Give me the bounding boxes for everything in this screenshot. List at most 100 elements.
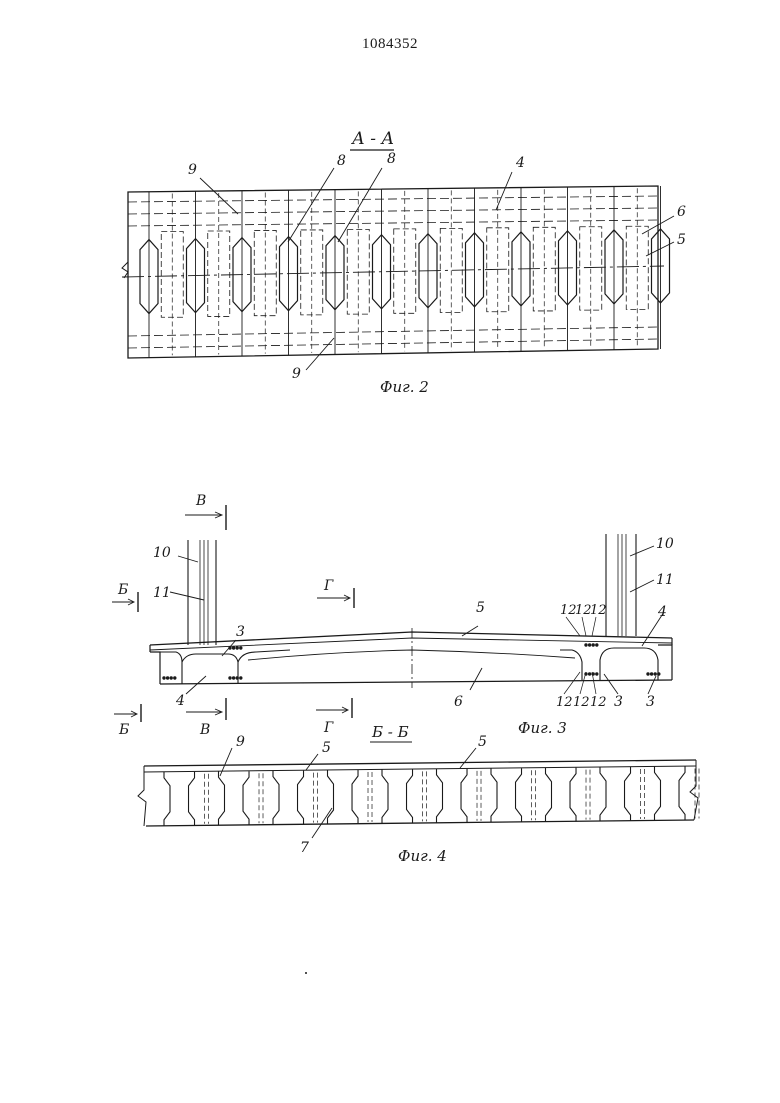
fig2-opening-8 — [511, 230, 531, 307]
fig3-label-6-center: 6 — [454, 694, 463, 710]
fig2-label-4: 4 — [515, 155, 525, 171]
fig2-hidden-line-top-2 — [127, 219, 659, 227]
fig2-label-5: 5 — [677, 232, 686, 248]
fig3-label-4-left: 4 — [175, 693, 185, 709]
fig4-web-6 — [490, 768, 498, 823]
fig4-web-opp-8 — [623, 767, 632, 822]
fig3-label-11-right: 11 — [656, 572, 674, 588]
fig4-web-1 — [217, 771, 226, 826]
fig3-rebar-dot-5-2 — [653, 672, 657, 676]
fig3-section-marker-g-top: Г — [317, 578, 355, 608]
fig3-slab-bottom — [159, 679, 673, 685]
fig3-rebar-dot-1-1 — [231, 676, 236, 680]
fig3-rebar-label-12-bottom-a: 12 — [556, 695, 573, 710]
fig3-left-column — [187, 540, 217, 645]
fig4-web-opp-1 — [242, 771, 250, 826]
fig4-web-opp-3 — [351, 770, 359, 825]
fig3-section-marker-g-bottom: Г — [316, 698, 353, 736]
fig3-label-4-right: 4 — [657, 604, 667, 620]
fig3-label-10-right: 10 — [656, 536, 674, 552]
fig4-web-opp-0 — [187, 771, 196, 826]
fig2-label-9-bottom: 9 — [292, 366, 301, 382]
fig3-rebar-dot-5-3 — [657, 672, 661, 676]
fig2-hidden-line-top-1 — [127, 207, 659, 215]
fig2-opening-4 — [325, 234, 345, 311]
fig3-rebar-dot-5-1 — [649, 672, 654, 676]
fig4-web-9 — [653, 766, 662, 821]
fig3-rebar-dot-1-3 — [239, 676, 243, 680]
fig3-rebar-label-12-top-c: 12 — [590, 603, 607, 618]
fig3-label-10-left: 10 — [153, 545, 171, 561]
fig2-hidden-frame-10 — [625, 225, 649, 310]
fig3-label-5-center: 5 — [476, 600, 485, 616]
fig4-web-7 — [544, 767, 553, 822]
fig3-rebar-label-12-top-a: 12 — [560, 603, 577, 618]
fig4-web-5 — [435, 768, 444, 823]
fig3-rebar-dot-3-2 — [591, 643, 595, 647]
fig3-rebar-label-12-bottom-b: 12 — [573, 695, 590, 710]
fig2-opening-7 — [464, 231, 485, 308]
fig4-web-opp-2 — [296, 770, 305, 825]
fig3-rebar-dot-0-0 — [162, 676, 166, 680]
fig3-section-marker-v-bottom: В — [186, 698, 227, 738]
fig2-opening-10 — [604, 229, 624, 305]
fig3-slab-top — [149, 631, 673, 646]
fig2-slab-outline — [127, 185, 659, 359]
fig4-web-opp-6 — [514, 768, 523, 823]
fig3-rebar-label-12-top-b: 12 — [575, 603, 592, 618]
fig2-hidden-line-bottom-1 — [127, 326, 659, 337]
fig3-rebar-dot-1-0 — [228, 676, 232, 680]
fig3-rebar-dot-3-1 — [587, 643, 592, 647]
fig2-caption: Фиг. 2 — [380, 378, 429, 396]
fig3-label-3-right-a: 3 — [614, 694, 623, 710]
fig3-rebar-dot-3-3 — [595, 643, 599, 647]
fig2-opening-6 — [418, 232, 438, 309]
fig2-label-6: 6 — [677, 204, 686, 220]
fig2-opening-9 — [557, 229, 578, 306]
fig2-opening-1 — [185, 237, 206, 314]
fig3-section-marker-b-top: Б — [112, 582, 139, 612]
fig3-marker-B-top: Б — [117, 582, 128, 598]
fig4-cells — [163, 766, 700, 826]
fig4-web-0 — [163, 771, 171, 826]
fig4-web-opp-5 — [460, 768, 468, 823]
fig3-rebar-dot-1-2 — [235, 676, 239, 680]
fig2-hidden-line-bottom-0 — [127, 338, 659, 349]
fig2-hidden-frame-7 — [486, 227, 510, 313]
fig3-marker-V-top: В — [195, 493, 206, 509]
fig2-drawing: А - А 9 8 8 4 6 5 9 Фиг. 2 — [121, 129, 686, 396]
fig4-web-opp-7 — [569, 767, 577, 822]
fig3-rebar-dot-2-1 — [231, 646, 236, 650]
fig3-section-marker-b-bottom: Б — [114, 704, 142, 738]
fig3-section-marker-v-top: В — [185, 493, 227, 530]
fig3-rebar-dot-4-3 — [595, 672, 599, 676]
fig2-opening-2 — [232, 236, 252, 313]
fig3-label-3-left: 3 — [236, 624, 245, 640]
fig4-web-3 — [326, 770, 335, 825]
fig2-label-8-b: 8 — [387, 151, 396, 167]
fig3-rebar-label-12-bottom-c: 12 — [590, 695, 607, 710]
fig3-right-column — [605, 534, 637, 636]
fig3-rebar-dot-0-3 — [173, 676, 177, 680]
fig4-drawing: Б - Б 9 5 5 7 Фиг. 4 — [137, 723, 700, 865]
fig3-rebar-dot-0-1 — [165, 676, 170, 680]
fig3-label-3-right-b: 3 — [646, 694, 655, 710]
fig3-rebar-dot-2-3 — [239, 646, 243, 650]
fig3-rebar-dot-5-0 — [646, 672, 650, 676]
fig2-opening-3 — [278, 235, 299, 312]
fig4-label-5-a: 5 — [322, 740, 331, 756]
fig4-section-label: Б - Б — [371, 723, 409, 741]
fig4-caption: Фиг. 4 — [398, 847, 447, 865]
fig2-center-axis — [121, 265, 665, 278]
fig2-opening-5 — [371, 233, 392, 310]
fig3-marker-B-bottom: Б — [118, 722, 129, 738]
fig3-drawing: В В Б Б Г Г — [112, 493, 674, 738]
fig4-label-5-b: 5 — [478, 734, 487, 750]
fig2-opening-11 — [650, 228, 671, 304]
fig4-web-8 — [599, 767, 607, 822]
fig3-rebar-dot-3-0 — [584, 643, 588, 647]
fig2-openings — [139, 228, 671, 315]
fig3-marker-V-bottom: В — [199, 722, 210, 738]
fig3-rebar-dot-2-2 — [235, 646, 239, 650]
